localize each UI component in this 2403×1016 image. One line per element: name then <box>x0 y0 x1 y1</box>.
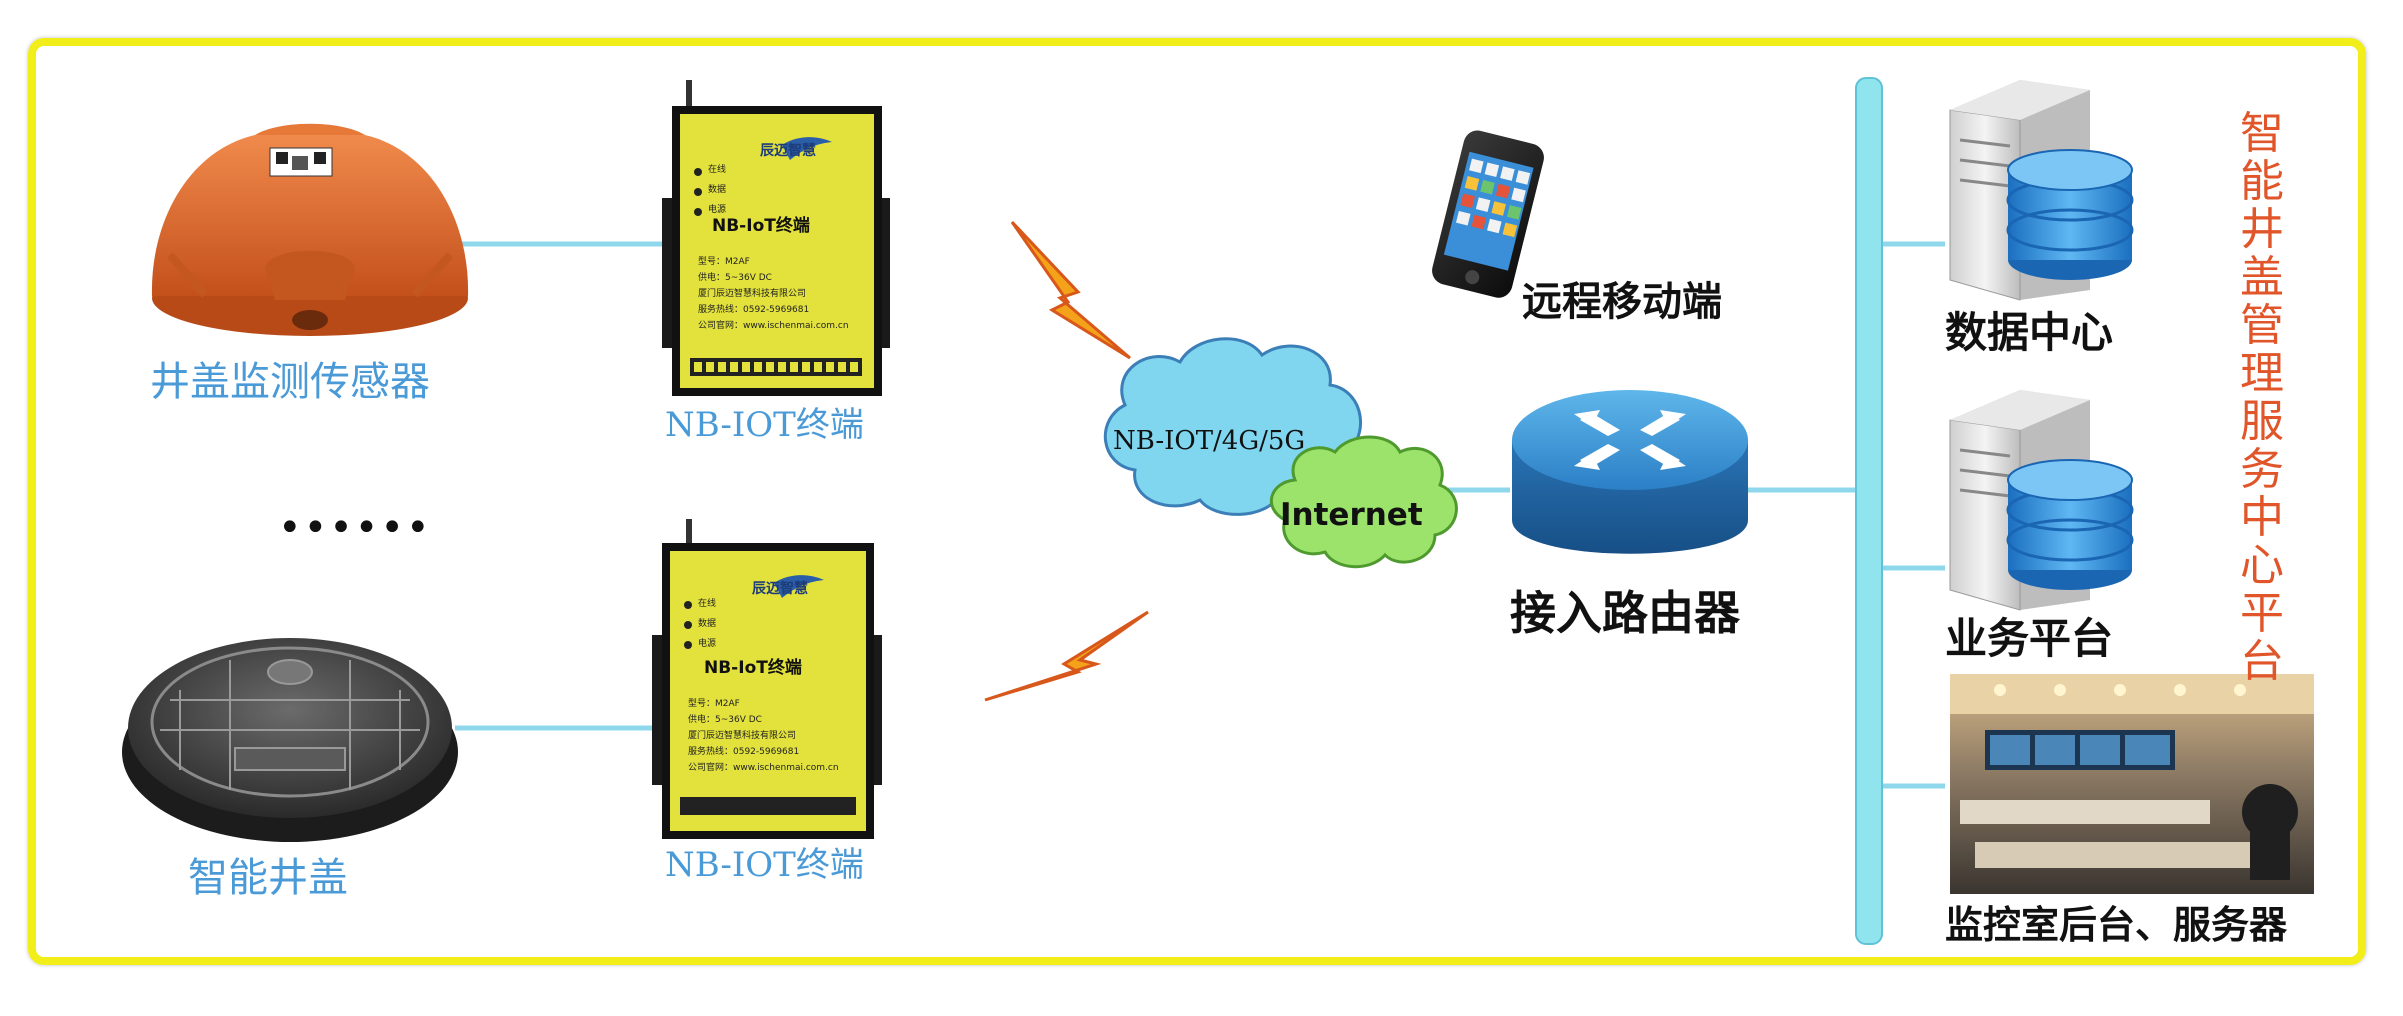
platform-title-char: 能 <box>2240 156 2284 207</box>
device-top-line-5: 公司官网：www.ischenmai.com.cn <box>698 321 849 331</box>
sensor-label: 井盖监测传感器 <box>150 359 430 405</box>
device-bottom-brand: 辰迈智慧 <box>752 581 808 597</box>
platform-title-char: 中 <box>2240 492 2284 543</box>
smart-manhole-cover-image <box>122 638 458 842</box>
platform-title-char: 心 <box>2240 540 2284 591</box>
platform-title-char: 盖 <box>2240 252 2284 303</box>
server-bus-bar <box>1855 77 1883 945</box>
mobile-phone-image <box>1432 130 1544 298</box>
data-center-label: 数据中心 <box>1945 308 2114 357</box>
diagram-frame <box>28 38 2366 965</box>
business-platform-label: 业务平台 <box>1945 614 2114 663</box>
platform-title-vertical: 智能井盖管理服务中心平台 <box>2232 110 2292 686</box>
nb-iot-terminal-bottom-image <box>652 519 882 839</box>
device-bottom-line-3: 厦门辰迈智慧科技有限公司 <box>688 731 797 741</box>
platform-title-char: 智 <box>2240 108 2284 159</box>
device-top-line-3: 厦门辰迈智慧科技有限公司 <box>698 289 807 299</box>
wireless-bolt-top-icon <box>1010 220 1131 360</box>
device-top-line-1: 型号：M2AF <box>698 257 750 267</box>
wireless-bolt-bottom-icon <box>984 610 1149 702</box>
nb-iot-terminal-top-image <box>662 80 890 396</box>
monitoring-room-image <box>1950 674 2314 894</box>
device-top-title: NB-IoT终端 <box>712 216 810 236</box>
access-router-image <box>1512 390 1748 554</box>
platform-title-char: 管 <box>2240 300 2284 351</box>
monitor-room-label: 监控室后台、服务器 <box>1945 903 2288 947</box>
terminal-top-label: NB-IOT终端 <box>665 405 864 445</box>
device-bottom-title: NB-IoT终端 <box>704 658 802 678</box>
platform-title-char: 务 <box>2240 444 2284 495</box>
device-top-line-4: 服务热线：0592-5969681 <box>698 305 810 315</box>
device-top-brand: 辰迈智慧 <box>760 143 816 159</box>
platform-title-char: 理 <box>2240 348 2284 399</box>
business-platform-server-image <box>1949 390 2134 611</box>
platform-title-char: 服 <box>2240 396 2284 447</box>
data-center-server-image <box>1949 80 2134 301</box>
device-bottom-line-2: 供电：5~36V DC <box>688 715 762 725</box>
smart-cover-label: 智能井盖 <box>188 855 348 901</box>
device-top-led-3: 电源 <box>708 205 727 215</box>
device-top-led-2: 数据 <box>708 185 727 195</box>
ellipsis-label: •••••• <box>278 505 432 551</box>
device-bottom-line-4: 服务热线：0592-5969681 <box>688 747 800 757</box>
mobile-label: 远程移动端 <box>1522 279 1722 325</box>
platform-title-char: 台 <box>2240 636 2284 687</box>
platform-title-char: 井 <box>2240 204 2284 255</box>
connection-lines <box>455 241 1945 789</box>
router-label: 接入路由器 <box>1510 586 1740 640</box>
device-top-line-2: 供电：5~36V DC <box>698 273 772 283</box>
device-bottom-led-3: 电源 <box>698 639 717 649</box>
network-cloud-label: NB-IOT/4G/5G <box>1113 426 1306 456</box>
device-bottom-led-1: 在线 <box>698 599 717 609</box>
manhole-sensor-image <box>151 123 469 336</box>
device-top-led-1: 在线 <box>708 165 727 175</box>
device-bottom-led-2: 数据 <box>698 619 717 629</box>
device-bottom-line-1: 型号：M2AF <box>688 699 740 709</box>
device-bottom-line-5: 公司官网：www.ischenmai.com.cn <box>688 763 839 773</box>
internet-cloud-label: Internet <box>1280 497 1423 533</box>
platform-title-char: 平 <box>2240 588 2284 639</box>
terminal-bottom-label: NB-IOT终端 <box>665 845 864 885</box>
internet-cloud-icon <box>1269 435 1458 569</box>
